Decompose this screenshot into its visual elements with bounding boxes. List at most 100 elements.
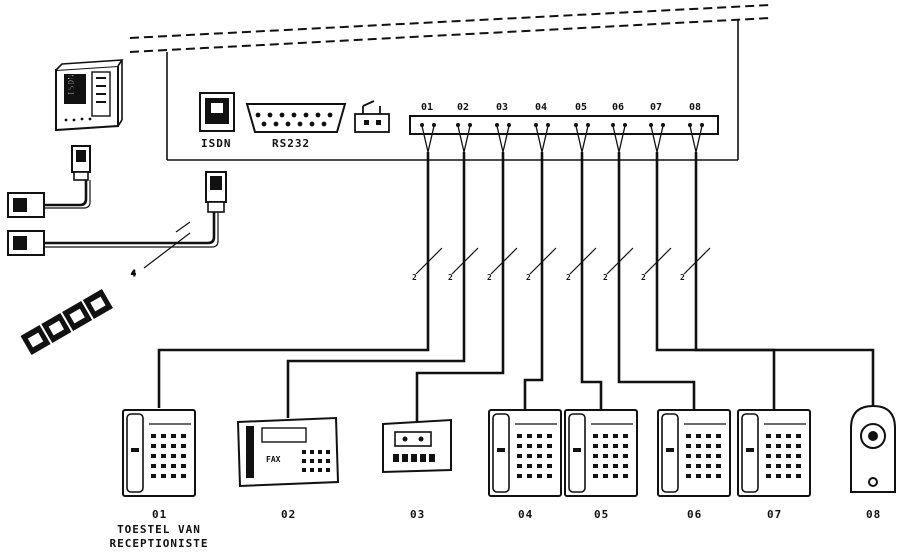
keypad-key[interactable] [766, 454, 771, 458]
keypad-key[interactable] [766, 444, 771, 448]
keypad-key[interactable] [706, 434, 711, 438]
keypad-key[interactable] [706, 454, 711, 458]
keypad-key[interactable] [161, 454, 166, 458]
keypad-key[interactable] [537, 474, 542, 478]
keypad-key[interactable] [181, 444, 186, 448]
fax-key[interactable] [318, 459, 322, 463]
keypad-key[interactable] [517, 444, 522, 448]
fax-key[interactable] [302, 450, 306, 454]
control-button[interactable] [393, 454, 399, 462]
keypad-key[interactable] [623, 444, 628, 448]
keypad-key[interactable] [706, 444, 711, 448]
keypad-key[interactable] [537, 454, 542, 458]
keypad-key[interactable] [527, 444, 532, 448]
fax-key[interactable] [326, 468, 330, 472]
keypad-key[interactable] [537, 444, 542, 448]
keypad-key[interactable] [796, 464, 801, 468]
keypad-key[interactable] [696, 444, 701, 448]
keypad-key[interactable] [776, 434, 781, 438]
keypad-key[interactable] [161, 464, 166, 468]
keypad-key[interactable] [547, 444, 552, 448]
doorbell-button[interactable] [868, 477, 878, 487]
fax-key[interactable] [326, 450, 330, 454]
control-button[interactable] [411, 454, 417, 462]
port-07[interactable]: 07 [649, 102, 665, 127]
port-03[interactable]: 03 [495, 102, 511, 127]
keypad-key[interactable] [696, 474, 701, 478]
keypad-key[interactable] [547, 474, 552, 478]
keypad-key[interactable] [181, 454, 186, 458]
keypad-key[interactable] [151, 444, 156, 448]
keypad-key[interactable] [537, 464, 542, 468]
keypad-key[interactable] [786, 434, 791, 438]
keypad-key[interactable] [716, 454, 721, 458]
control-button[interactable] [420, 454, 426, 462]
keypad-key[interactable] [613, 464, 618, 468]
keypad-key[interactable] [171, 434, 176, 438]
keypad-key[interactable] [613, 434, 618, 438]
keypad-key[interactable] [527, 434, 532, 438]
keypad-key[interactable] [786, 444, 791, 448]
keypad-key[interactable] [517, 464, 522, 468]
device-07-telephone[interactable]: 07 [737, 409, 811, 521]
keypad-key[interactable] [623, 464, 628, 468]
keypad-key[interactable] [517, 454, 522, 458]
keypad-key[interactable] [696, 454, 701, 458]
port-08[interactable]: 08 [688, 102, 704, 127]
port-02[interactable]: 02 [456, 102, 472, 127]
keypad-key[interactable] [766, 434, 771, 438]
keypad-key[interactable] [716, 434, 721, 438]
keypad-key[interactable] [686, 454, 691, 458]
keypad-key[interactable] [686, 444, 691, 448]
fax-key[interactable] [310, 468, 314, 472]
device-05-telephone[interactable]: 05 [564, 409, 638, 521]
keypad-key[interactable] [537, 434, 542, 438]
keypad-key[interactable] [603, 464, 608, 468]
device-03-answering-machine[interactable]: 03 [382, 418, 452, 521]
keypad-key[interactable] [547, 454, 552, 458]
keypad-key[interactable] [623, 454, 628, 458]
keypad-key[interactable] [593, 444, 598, 448]
keypad-key[interactable] [593, 434, 598, 438]
control-button[interactable] [429, 454, 435, 462]
keypad-key[interactable] [716, 444, 721, 448]
keypad-key[interactable] [686, 434, 691, 438]
keypad-key[interactable] [181, 434, 186, 438]
port-05[interactable]: 05 [574, 102, 590, 127]
fax-key[interactable] [318, 468, 322, 472]
keypad-key[interactable] [776, 474, 781, 478]
keypad-key[interactable] [786, 474, 791, 478]
keypad-key[interactable] [151, 474, 156, 478]
fax-key[interactable] [326, 459, 330, 463]
keypad-key[interactable] [517, 474, 522, 478]
keypad-key[interactable] [796, 434, 801, 438]
keypad-key[interactable] [181, 474, 186, 478]
keypad-key[interactable] [766, 474, 771, 478]
device-06-telephone[interactable]: 06 [657, 409, 731, 521]
fax-key[interactable] [302, 468, 306, 472]
keypad-key[interactable] [547, 434, 552, 438]
keypad-key[interactable] [696, 434, 701, 438]
keypad-key[interactable] [161, 434, 166, 438]
keypad-key[interactable] [623, 434, 628, 438]
rs232-port[interactable]: RS232 [245, 103, 347, 150]
keypad-key[interactable] [613, 454, 618, 458]
device-04-telephone[interactable]: 04 [488, 409, 562, 521]
keypad-key[interactable] [796, 444, 801, 448]
keypad-key[interactable] [686, 464, 691, 468]
keypad-key[interactable] [706, 474, 711, 478]
keypad-key[interactable] [527, 464, 532, 468]
keypad-key[interactable] [171, 444, 176, 448]
keypad-key[interactable] [776, 444, 781, 448]
keypad-key[interactable] [527, 474, 532, 478]
keypad-key[interactable] [603, 474, 608, 478]
keypad-key[interactable] [171, 464, 176, 468]
keypad-key[interactable] [686, 474, 691, 478]
keypad-key[interactable] [623, 474, 628, 478]
keypad-key[interactable] [706, 464, 711, 468]
keypad-key[interactable] [151, 464, 156, 468]
keypad-key[interactable] [171, 454, 176, 458]
port-01[interactable]: 01 [420, 102, 436, 127]
